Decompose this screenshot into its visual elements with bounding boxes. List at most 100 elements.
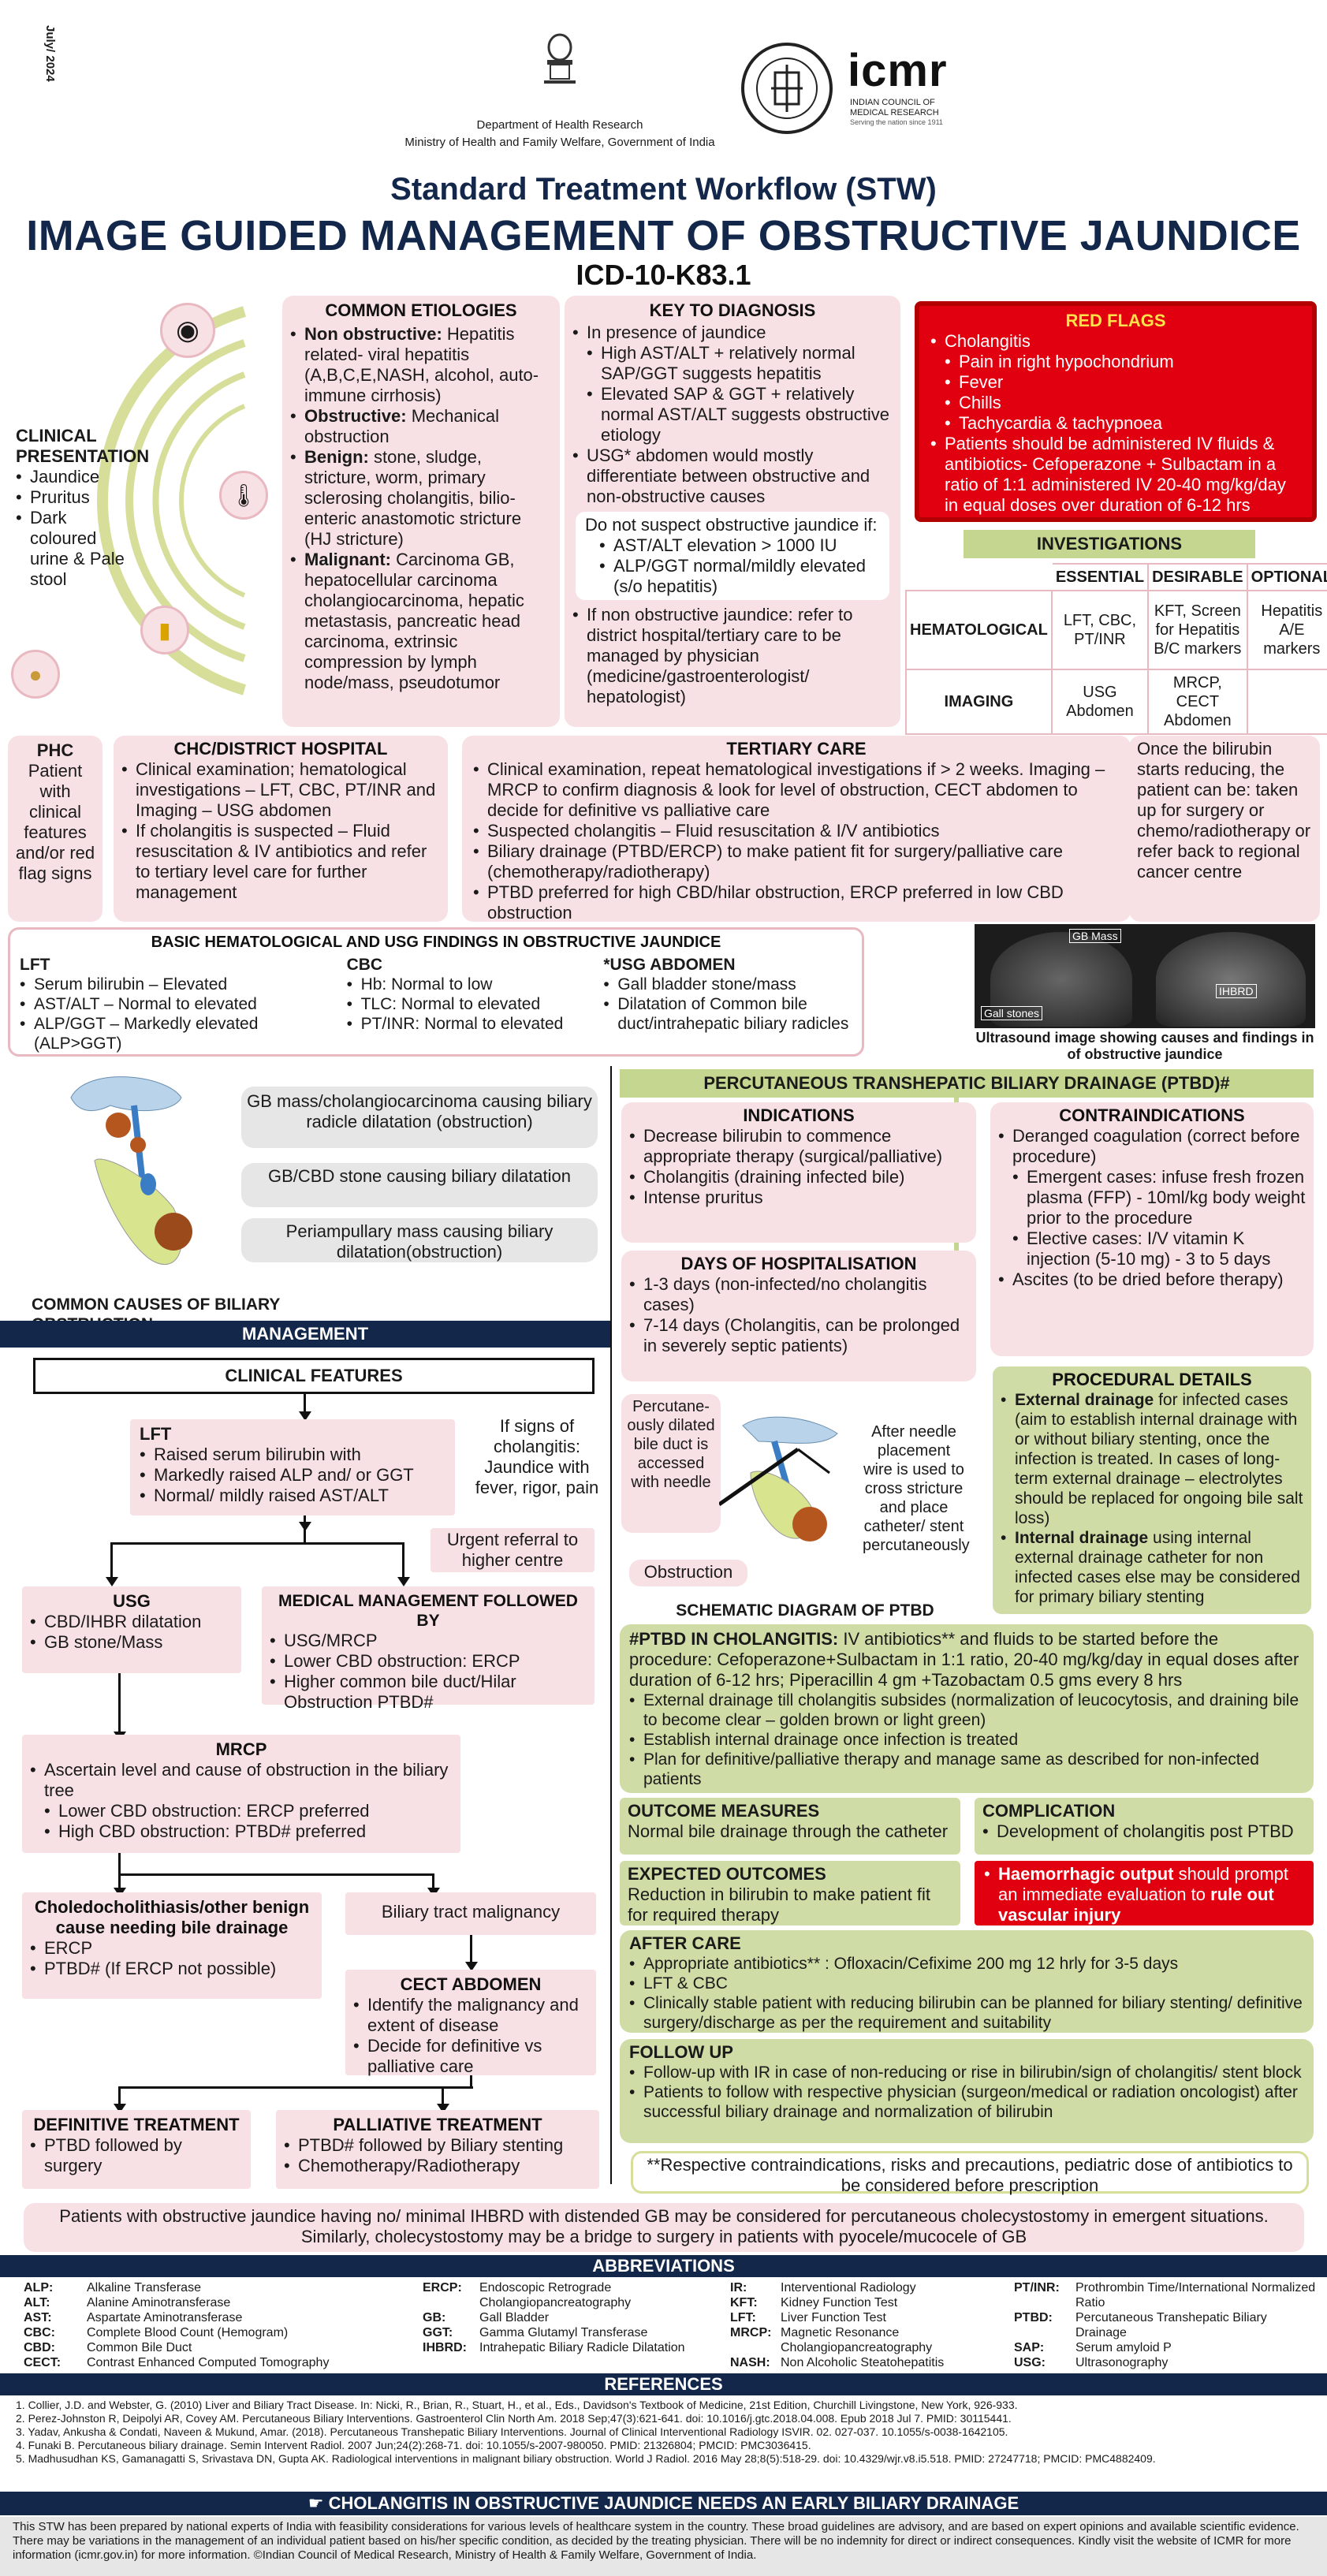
list-item: CBD/IHBR dilatation bbox=[30, 1612, 233, 1632]
list-item: Clinical examination, repeat hematologic… bbox=[473, 759, 1120, 821]
red-flags-box: RED FLAGS Cholangitis Pain in right hypo… bbox=[915, 301, 1317, 522]
gall-stones-label: Gall stones bbox=[981, 1006, 1043, 1020]
abbr-row: KFT:Kidney Function Test bbox=[730, 2296, 898, 2309]
list-item: TLC: Normal to elevated bbox=[347, 994, 588, 1014]
respective-note: **Respective contraindications, risks an… bbox=[631, 2151, 1309, 2195]
list-item: Hb: Normal to low bbox=[347, 975, 588, 994]
list-item: Gall bladder stone/mass bbox=[603, 975, 852, 994]
list-item: USG* abdomen would mostly differentiate … bbox=[572, 445, 893, 507]
banner-text: CHOLANGITIS IN OBSTRUCTIVE JAUNDICE NEED… bbox=[328, 2493, 1019, 2513]
stw-subtitle: Standard Treatment Workflow (STW) bbox=[390, 172, 937, 207]
palliative-treatment-box: PALLIATIVE TREATMENT PTBD# followed by B… bbox=[276, 2110, 599, 2189]
list-item: Normal/ mildly raised AST/ALT bbox=[140, 1486, 445, 1506]
list-item: 7-14 days (Cholangitis, can be prolonged… bbox=[629, 1315, 968, 1356]
list-item: External drainage till cholangitis subsi… bbox=[629, 1691, 1304, 1730]
investigations-table: ESSENTIAL DESIRABLE OPTIONAL HEMATOLOGIC… bbox=[905, 563, 1327, 735]
definitive-treatment-box: DEFINITIVE TREATMENT PTBD followed by su… bbox=[22, 2110, 251, 2189]
table-cell: LFT, CBC, PT/INR bbox=[1050, 590, 1150, 670]
reference-item: 1. Collier, J.D. and Webster, G. (2010) … bbox=[16, 2399, 1018, 2411]
list-item: Identify the malignancy and extent of di… bbox=[353, 1995, 588, 2036]
expected-outcomes-box: EXPECTED OUTCOMES Reduction in bilirubin… bbox=[620, 1861, 960, 1925]
abbr-col-3: IR:Interventional Radiology KFT:Kidney F… bbox=[730, 2280, 1030, 2370]
ptbd-cholangitis-box: #PTBD IN CHOLANGITIS: IV antibiotics** a… bbox=[620, 1624, 1314, 1793]
cholangitis-heading: #PTBD IN CHOLANGITIS: bbox=[629, 1629, 839, 1649]
haemorrhage-alert: Haemorrhagic output should prompt an imm… bbox=[975, 1861, 1314, 1925]
list-item: Decrease bilirubin to commence appropria… bbox=[629, 1126, 968, 1167]
abbr-row: MRCP:Magnetic Resonance Cholangiopancrea… bbox=[730, 2326, 933, 2354]
hospitalisation-box: DAYS OF HOSPITALISATION 1-3 days (non-in… bbox=[621, 1251, 976, 1381]
palliative-title: PALLIATIVE TREATMENT bbox=[333, 2115, 542, 2134]
list-item: Intense pruritus bbox=[629, 1187, 968, 1208]
list-item: Chills bbox=[945, 393, 1301, 413]
basic-usg-title: *USG ABDOMEN bbox=[603, 956, 736, 974]
list-item: PTBD# followed by Biliary stenting bbox=[284, 2135, 591, 2156]
medical-management-box: MEDICAL MANAGEMENT FOLLOWED BY USG/MRCPL… bbox=[262, 1586, 595, 1712]
contraindications-title: CONTRAINDICATIONS bbox=[1059, 1105, 1245, 1125]
phc-box: PHC Patient with clinical features and/o… bbox=[8, 736, 103, 922]
list-item: Biliary drainage (PTBD/ERCP) to make pat… bbox=[473, 841, 1120, 882]
list-item: Elevated SAP & GGT + relatively normal A… bbox=[587, 384, 893, 445]
list-item: High CBD obstruction: PTBD# preferred bbox=[44, 1821, 453, 1842]
list-item: Serum bilirubin – Elevated bbox=[20, 975, 331, 994]
ultrasound-image: GB Mass Gall stones IHBRD bbox=[975, 924, 1315, 1028]
list-item: Elective cases: I/V vitamin K injection … bbox=[1012, 1228, 1306, 1269]
cause-2: GB/CBD stone causing biliary dilatation bbox=[241, 1163, 598, 1207]
abbr-row: LFT:Liver Function Test bbox=[730, 2311, 886, 2324]
list-item: Patients should be administered IV fluid… bbox=[930, 434, 1301, 516]
abbr-row: IR:Interventional Radiology bbox=[730, 2281, 916, 2295]
list-item: Plan for definitive/palliative therapy a… bbox=[629, 1750, 1304, 1789]
table-cell: Hepatitis A/E markers bbox=[1246, 590, 1327, 670]
list-item: Markedly raised ALP and/ or GGT bbox=[140, 1465, 445, 1486]
cect-title: CECT ABDOMEN bbox=[400, 1974, 542, 1994]
list-item: GB stone/Mass bbox=[30, 1632, 233, 1653]
basic-lft: LFT Serum bilirubin – ElevatedAST/ALT – … bbox=[20, 955, 331, 1053]
complication-title: COMPLICATION bbox=[982, 1801, 1116, 1821]
abbr-row: PT/INR:Prothrombin Time/International No… bbox=[1014, 2281, 1316, 2309]
abbr-col-2: ERCP:Endoscopic Retrograde Cholangiopanc… bbox=[423, 2280, 722, 2355]
table-header: OPTIONAL bbox=[1246, 563, 1327, 591]
outcome-title: OUTCOME MEASURES bbox=[628, 1801, 820, 1821]
list-item: Ascertain level and cause of obstruction… bbox=[30, 1760, 453, 1801]
list-item: High AST/ALT + relatively normal SAP/GGT… bbox=[587, 343, 893, 384]
list-item: USG/MRCP bbox=[270, 1631, 587, 1651]
list-item: ERCP bbox=[30, 1938, 314, 1959]
list-item: Clinical examination; hematological inve… bbox=[121, 759, 440, 821]
list-item: Non obstructive: Hepatitis related- vira… bbox=[290, 324, 552, 406]
list-item: Dark coloured urine & Pale stool bbox=[16, 508, 134, 590]
biliary-malignancy-box: Biliary tract malignancy bbox=[345, 1892, 596, 1935]
basic-usg: *USG ABDOMEN Gall bladder stone/massDila… bbox=[603, 955, 852, 1053]
row-label: HEMATOLOGICAL bbox=[905, 590, 1053, 670]
definitive-title: DEFINITIVE TREATMENT bbox=[33, 2115, 240, 2134]
abbr-row: CBD:Common Bile Duct bbox=[24, 2341, 192, 2354]
disclaimer: This STW has been prepared by national e… bbox=[0, 2517, 1327, 2576]
after-care-title: AFTER CARE bbox=[629, 1933, 741, 1953]
bilirubin-box: Once the bilirubin starts reducing, the … bbox=[1129, 736, 1320, 922]
list-item: AST/ALT elevation > 1000 IU bbox=[599, 535, 880, 556]
list-item: Lower CBD obstruction: ERCP preferred bbox=[44, 1801, 453, 1821]
icmr-logo: icmr bbox=[848, 45, 948, 96]
list-item: Pruritus bbox=[16, 487, 134, 508]
abbr-col-4: PT/INR:Prothrombin Time/International No… bbox=[1014, 2280, 1321, 2370]
list-item: If cholangitis is suspected – Fluid resu… bbox=[121, 821, 440, 903]
do-not-suspect-title: Do not suspect obstructive jaundice if: bbox=[585, 515, 878, 535]
list-item: Pain in right hypochondrium bbox=[945, 352, 1301, 372]
list-item: Deranged coagulation (correct before pro… bbox=[998, 1126, 1306, 1167]
abbr-row: ALP:Alkaline Transferase bbox=[24, 2281, 201, 2295]
page-title: IMAGE GUIDED MANAGEMENT OF OBSTRUCTIVE J… bbox=[26, 212, 1301, 259]
list-item: Decide for definitive vs palliative care bbox=[353, 2036, 588, 2077]
list-item: PT/INR: Normal to elevated bbox=[347, 1014, 588, 1034]
diagnosis-title: KEY TO DIAGNOSIS bbox=[649, 300, 816, 320]
reference-item: 3. Yadav, Ankusha & Condati, Naveen & Mu… bbox=[16, 2425, 1008, 2438]
list-item: Chemotherapy/Radiotherapy bbox=[284, 2156, 591, 2176]
mgmt-usg-box: USG CBD/IHBR dilatationGB stone/Mass bbox=[22, 1586, 241, 1673]
procedural-details-box: PROCEDURAL DETAILS External drainage for… bbox=[990, 1364, 1314, 1616]
list-item: Internal drainage using internal externa… bbox=[1001, 1528, 1303, 1607]
table-header: DESIRABLE bbox=[1147, 563, 1248, 591]
list-item: Cholangitis (draining infected bile) bbox=[629, 1167, 968, 1187]
expected-text: Reduction in bilirubin to make patient f… bbox=[628, 1884, 930, 1925]
list-item: Patients to follow with respective physi… bbox=[629, 2082, 1304, 2122]
icmr-seal-icon bbox=[741, 43, 833, 134]
contraindications-box: CONTRAINDICATIONS Deranged coagulation (… bbox=[990, 1102, 1314, 1356]
basic-cbc-title: CBC bbox=[346, 956, 383, 974]
eye-icon: ◉ bbox=[160, 303, 215, 358]
